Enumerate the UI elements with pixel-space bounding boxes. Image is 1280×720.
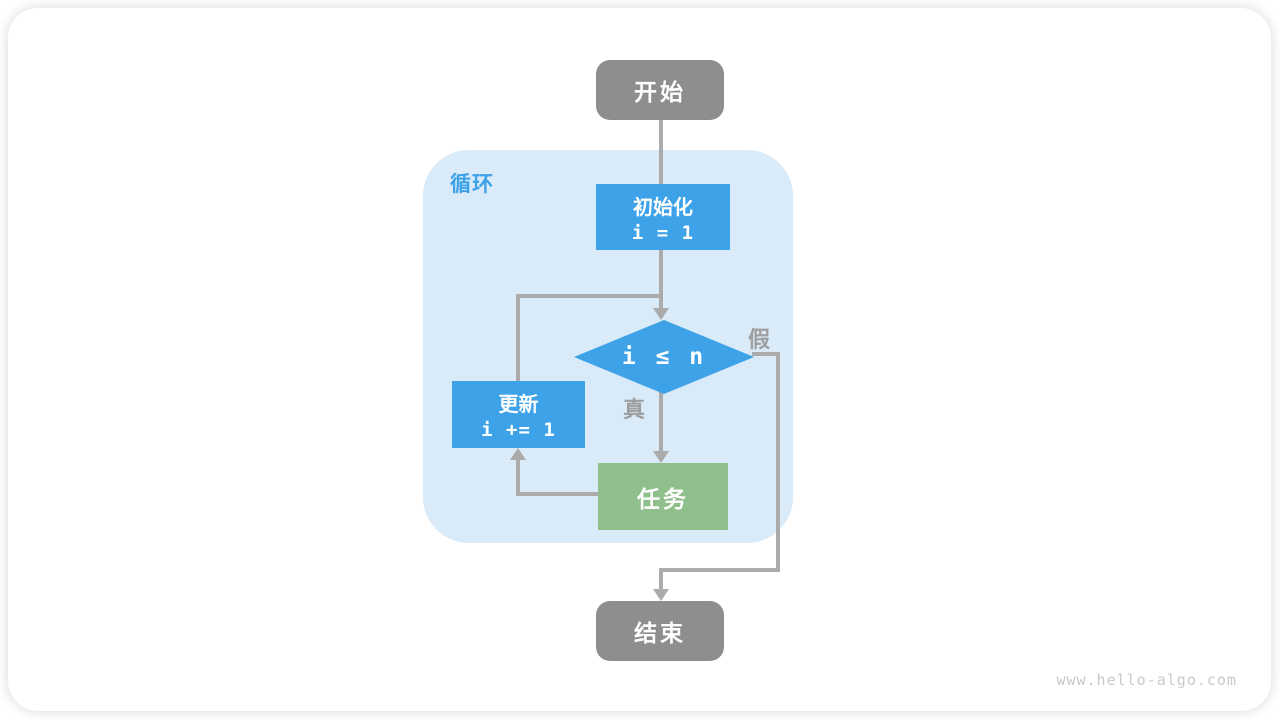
node-initialize: 初始化 i = 1 bbox=[596, 184, 730, 250]
node-initialize-label: 初始化 bbox=[633, 196, 693, 219]
edge-task-to-update-vertical bbox=[516, 460, 520, 496]
node-update: 更新 i += 1 bbox=[452, 381, 585, 448]
node-condition-label: i ≤ n bbox=[621, 344, 707, 370]
edge-false-branch-vertical bbox=[776, 352, 780, 572]
node-initialize-code: i = 1 bbox=[631, 221, 695, 244]
edge-condition-to-task bbox=[659, 391, 663, 453]
edge-start-to-init bbox=[659, 119, 663, 185]
edge-false-branch-h1 bbox=[752, 352, 780, 356]
edge-label-false: 假 bbox=[748, 327, 771, 352]
arrowhead-into-condition-icon bbox=[653, 308, 669, 320]
arrowhead-into-update-icon bbox=[510, 448, 526, 460]
edge-label-true: 真 bbox=[623, 397, 646, 422]
edge-false-branch-to-end bbox=[659, 568, 663, 592]
node-update-code: i += 1 bbox=[481, 419, 556, 441]
edge-update-feedback-vertical bbox=[516, 294, 520, 382]
edge-update-feedback-horizontal bbox=[516, 294, 663, 298]
node-end-label: 结束 bbox=[634, 620, 686, 646]
diagram-card: 循环 开始 初始化 i = 1 i ≤ n 更新 i += 1 bbox=[8, 8, 1271, 711]
flowchart: 循环 开始 初始化 i = 1 i ≤ n 更新 i += 1 bbox=[8, 8, 1271, 711]
node-start: 开始 bbox=[596, 60, 724, 120]
arrowhead-into-task-icon bbox=[653, 451, 669, 463]
edge-init-to-condition bbox=[659, 249, 663, 311]
node-update-label: 更新 bbox=[498, 394, 539, 416]
node-task-label: 任务 bbox=[637, 485, 689, 512]
arrowhead-into-end-icon bbox=[653, 589, 669, 601]
node-task: 任务 bbox=[598, 463, 728, 530]
edge-false-branch-h2 bbox=[659, 568, 780, 572]
loop-container-label: 循环 bbox=[450, 173, 494, 196]
watermark-url: www.hello-algo.com bbox=[1056, 671, 1237, 689]
node-start-label: 开始 bbox=[634, 79, 686, 105]
node-end: 结束 bbox=[596, 601, 724, 661]
edge-task-to-update-horizontal bbox=[516, 492, 600, 496]
